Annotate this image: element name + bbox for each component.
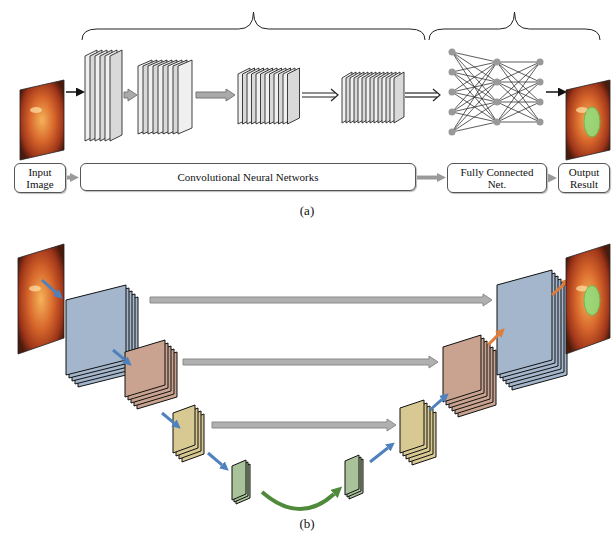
neuron	[494, 119, 501, 126]
neuron	[537, 119, 544, 126]
network-link	[497, 122, 540, 123]
network-link	[452, 52, 497, 102]
double-arrow	[405, 92, 437, 93]
panel-label: (b)	[299, 516, 314, 532]
feature-map	[400, 400, 424, 453]
feature-map	[497, 270, 552, 375]
flow-connector	[67, 176, 70, 180]
block-arrow	[212, 419, 396, 431]
flow-arrow	[546, 91, 558, 93]
block-arrow	[150, 294, 492, 306]
neuron	[449, 89, 456, 96]
arrow-head	[433, 89, 440, 101]
endoscopy-image	[20, 80, 64, 160]
flow-arrow	[488, 335, 498, 345]
box-text: Fully Connected Net.	[451, 166, 543, 190]
process-box: Fully Connected Net.	[447, 163, 547, 193]
neuron	[537, 79, 544, 86]
double-arrow	[302, 92, 335, 93]
neuron	[537, 59, 544, 66]
endoscopy-image	[18, 244, 64, 354]
neuron	[537, 99, 544, 106]
image-highlight	[29, 286, 41, 292]
flow-arrow	[552, 284, 564, 295]
process-box: Input Image	[14, 163, 66, 193]
network-link	[497, 102, 540, 122]
feature-map	[178, 60, 192, 134]
neuron	[494, 99, 501, 106]
curly-brace	[82, 12, 425, 40]
network-link	[452, 62, 497, 132]
bottleneck-arrow	[262, 492, 334, 509]
flow-arrow	[430, 399, 442, 410]
network-link	[497, 82, 540, 122]
feature-map	[345, 455, 359, 495]
double-arrow	[405, 96, 437, 97]
feature-map	[288, 68, 300, 124]
process-box: Output Result	[558, 163, 610, 193]
network-link	[497, 62, 540, 102]
network-link	[497, 62, 540, 82]
network-link	[452, 52, 497, 122]
block-arrow	[196, 89, 235, 101]
network-link	[452, 102, 497, 132]
box-text: Input Image	[18, 166, 62, 190]
neuron	[449, 69, 456, 76]
flow-arrow	[66, 91, 76, 93]
panel-label: (a)	[300, 203, 314, 219]
flow-connector	[417, 176, 437, 180]
neuron	[449, 109, 456, 116]
feature-map	[173, 405, 195, 453]
neuron	[449, 129, 456, 136]
process-box: Convolutional Neural Networks	[80, 163, 416, 191]
network-link	[452, 52, 497, 62]
feature-map	[110, 50, 122, 141]
feature-map	[66, 285, 126, 375]
network-link	[497, 62, 540, 122]
network-link	[497, 82, 540, 122]
network-link	[497, 62, 540, 102]
box-text: Output Result	[562, 166, 606, 190]
network-link	[452, 122, 497, 132]
block-arrow	[124, 89, 137, 101]
feature-map	[394, 72, 404, 123]
flow-arrow	[113, 350, 125, 360]
network-link	[497, 102, 540, 122]
image-highlight	[30, 107, 42, 113]
network-link	[452, 62, 497, 112]
network-link	[452, 82, 497, 132]
network-link	[452, 62, 497, 72]
double-arrow	[302, 96, 335, 97]
box-text: Convolutional Neural Networks	[177, 171, 318, 183]
flow-arrow	[208, 453, 222, 465]
feature-map	[443, 335, 481, 402]
endoscopy-image	[566, 244, 610, 354]
endoscopy-image	[566, 80, 610, 160]
arrow-head	[331, 89, 338, 101]
feature-map	[125, 340, 165, 397]
neuron	[494, 79, 501, 86]
segmentation-mask	[584, 286, 600, 316]
network-link	[497, 62, 540, 122]
segmentation-mask	[584, 107, 600, 137]
flow-arrow	[42, 280, 56, 293]
flow-arrow	[162, 413, 174, 423]
network-link	[497, 62, 540, 63]
neuron	[494, 59, 501, 66]
curly-brace	[429, 12, 600, 40]
flow-arrow	[370, 448, 388, 462]
network-link	[497, 62, 540, 82]
block-arrow	[183, 356, 438, 368]
feature-map	[232, 460, 246, 500]
neuron	[449, 49, 456, 56]
